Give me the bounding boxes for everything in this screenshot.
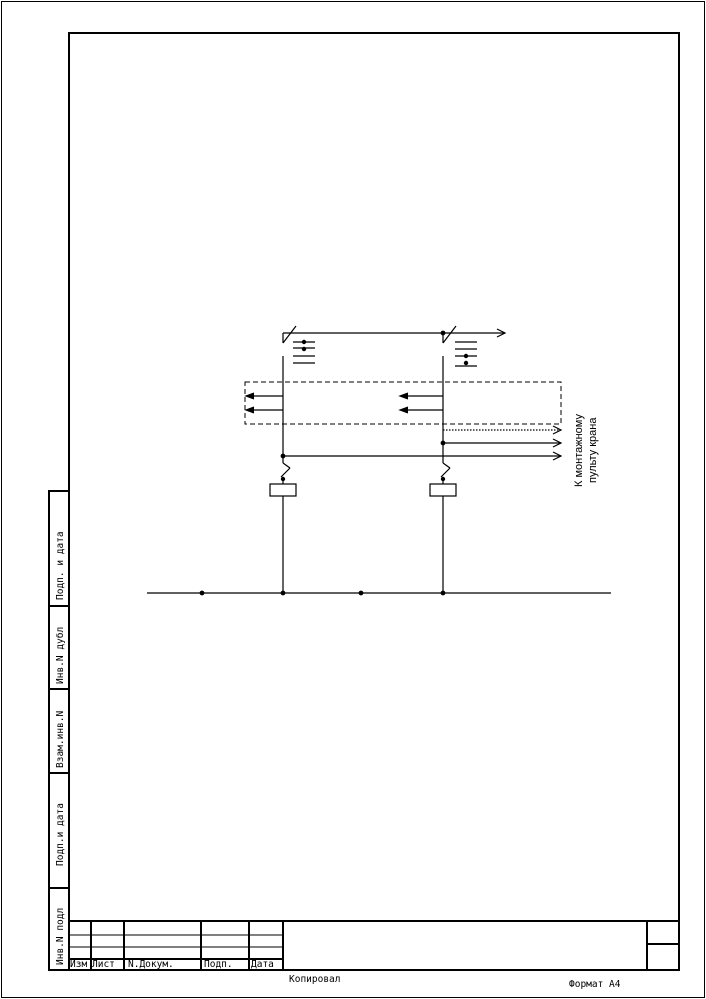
footer-copied: Копировал [289, 974, 340, 985]
title-col-podp: Подп. [204, 959, 233, 970]
remote-panel-label-line2: пульту крана [587, 417, 599, 483]
schematic [147, 325, 611, 596]
title-block [69, 920, 679, 970]
title-col-list: Лист [92, 959, 115, 970]
top-arrow-head [496, 328, 507, 338]
footer-format: Формат А4 [569, 979, 621, 990]
title-col-n-dokum: N.Докум. [128, 959, 174, 970]
dashed-enclosure [244, 381, 562, 425]
side-stamp-podp-data-1: Подп.и дата [55, 803, 66, 866]
right-relay-coil [429, 483, 457, 497]
side-stamp-inv-dubl: Инв.N дубл [55, 627, 66, 684]
side-stamp-inv-podl: Инв.N подл [55, 908, 66, 965]
drawing-frame [68, 32, 680, 971]
side-stamp-vzam-inv: Взам.инв.N [55, 711, 66, 768]
left-relay-coil [269, 483, 297, 497]
remote-panel-label-line1: К монтажному [573, 414, 585, 487]
title-col-izm: Изм [70, 959, 87, 970]
side-stamp [48, 490, 70, 971]
side-stamp-podp-data-2: Подп. и дата [55, 531, 66, 600]
title-col-data: Дата [251, 959, 274, 970]
